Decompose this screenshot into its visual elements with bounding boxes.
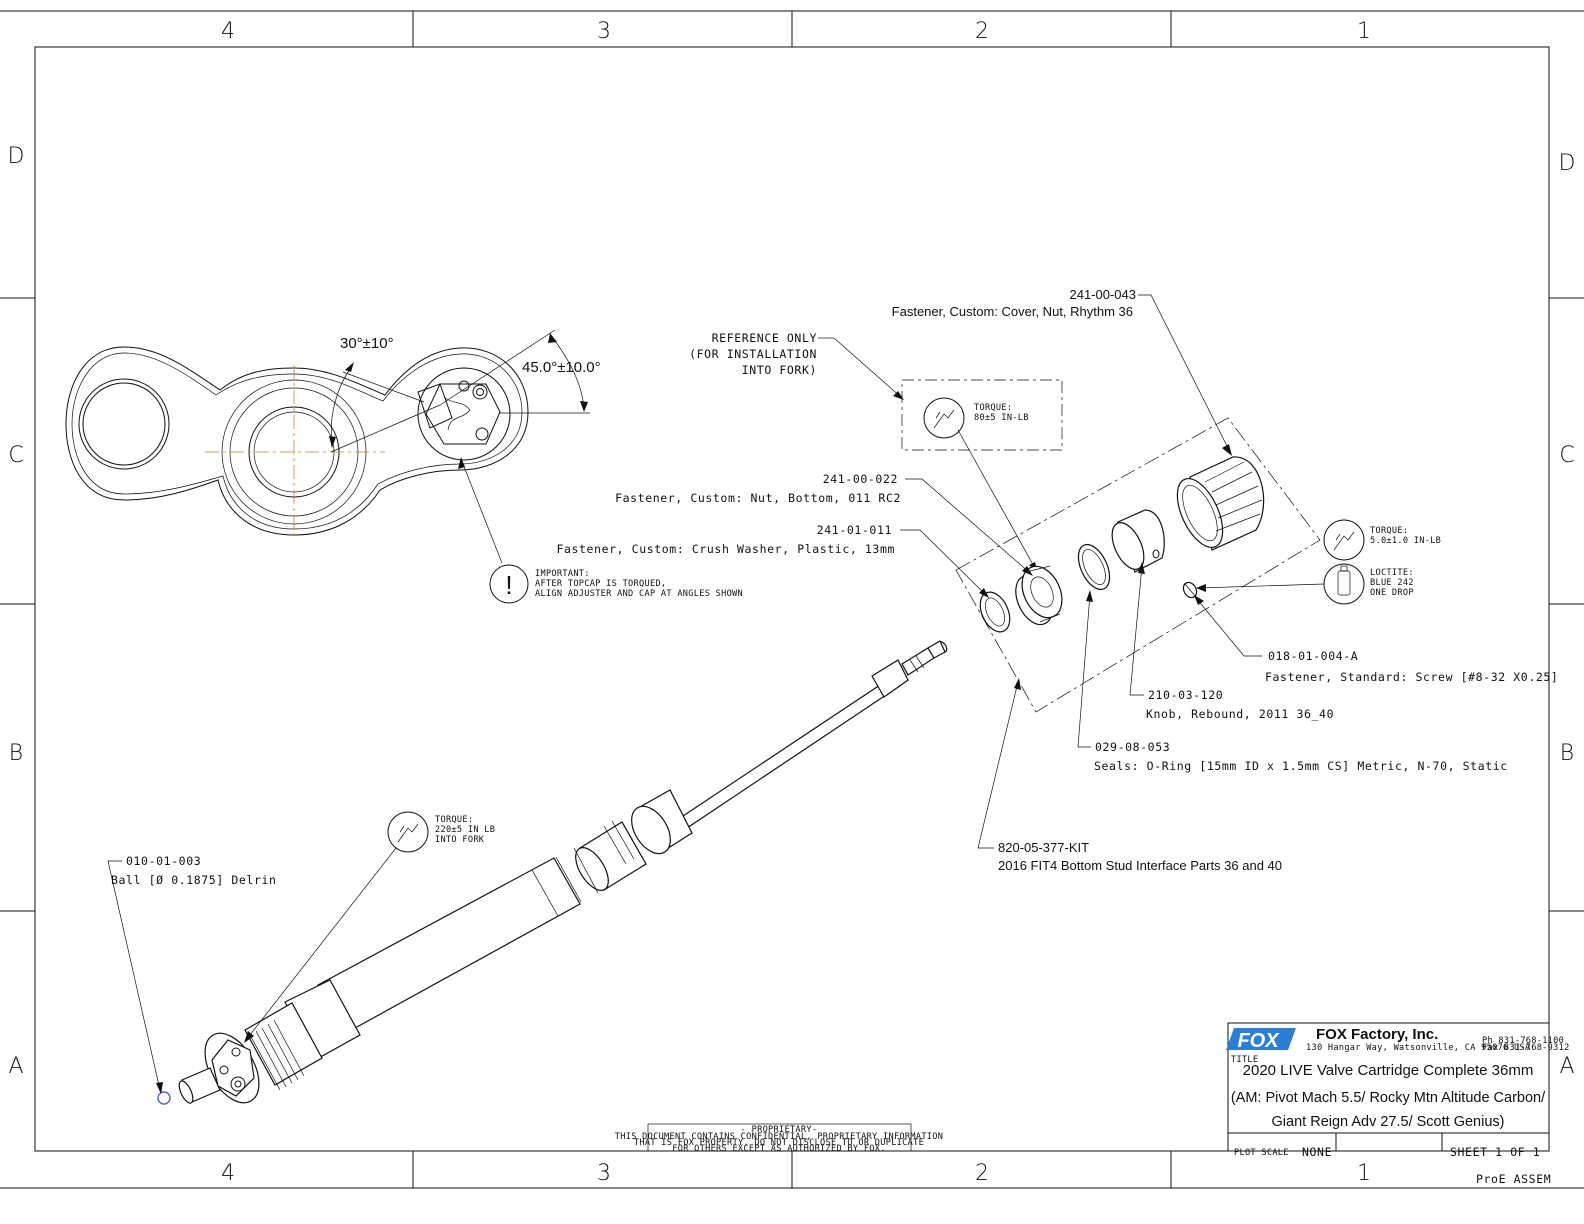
zone-row-right: C — [1559, 443, 1574, 468]
angle-dimension-45: 45.0°±10.0° — [522, 359, 601, 376]
company-address: 130 Hangar Way, Watsonville, CA 95076 US… — [1306, 1043, 1531, 1053]
loctite-line-1: LOCTITE: — [1370, 568, 1414, 578]
title-block: FOX FOX Factory, Inc. 130 Hangar Way, Wa… — [1226, 1022, 1570, 1186]
part-number: 018-01-004-A — [1268, 649, 1358, 663]
sheet-border — [0, 10, 1584, 1189]
important-note: ! IMPORTANT: AFTER TOPCAP IS TORQUED, AL… — [489, 564, 743, 604]
company-fax: Fax 831-768-9312 — [1482, 1043, 1570, 1053]
zone-col-top: 3 — [597, 19, 611, 44]
important-line-2: AFTER TOPCAP IS TORQUED, — [535, 579, 666, 589]
proe-label: ProE ASSEM — [1476, 1172, 1551, 1186]
callout-210-03-120: 210-03-120 Knob, Rebound, 2011 36_40 — [1129, 562, 1334, 721]
proprietary-line-2: THIS DOCUMENT CONTAINS CONFIDENTIAL, PRO… — [615, 1132, 943, 1142]
part-number: 010-01-003 — [126, 854, 201, 868]
callout-029-08-053: 029-08-053 Seals: O-Ring [15mm ID x 1.5m… — [1077, 590, 1508, 773]
plot-scale-label: PLOT SCALE — [1234, 1148, 1289, 1158]
loctite-line-3: ONE DROP — [1370, 588, 1414, 598]
important-line-1: IMPORTANT: — [535, 569, 590, 579]
part-number: 029-08-053 — [1095, 740, 1170, 754]
proprietary-line-3: THAT IS FOX PROPERTY. DO NOT DISCLOSE TO… — [634, 1138, 924, 1148]
reference-note: REFERENCE ONLY (FOR INSTALLATION INTO FO… — [689, 331, 1063, 573]
zone-row-left: B — [9, 741, 23, 766]
torque-3-line-1: TORQUE: — [435, 815, 473, 825]
loctite-line-2: BLUE 242 — [1370, 578, 1414, 588]
part-desc: 2016 FIT4 Bottom Stud Interface Parts 36… — [998, 858, 1282, 873]
part-desc: Fastener, Custom: Nut, Bottom, 011 RC2 — [615, 491, 901, 505]
callout-010-01-003: 010-01-003 Ball [Ø 0.1875] Delrin — [107, 854, 277, 1094]
reference-line-1: REFERENCE ONLY — [712, 331, 817, 345]
torque-3-line-3: INTO FORK — [435, 835, 485, 845]
cover-nut — [1176, 456, 1265, 551]
zone-row-right: A — [1559, 1054, 1574, 1079]
proprietary-line-4: FOR OTHERS EXCEPT AS AUTHORIZED BY FOX. — [672, 1144, 885, 1154]
callout-241-00-022: 241-00-022 Fastener, Custom: Nut, Bottom… — [615, 472, 1033, 576]
title-label: TITLE — [1231, 1055, 1258, 1065]
title-line-1: 2020 LIVE Valve Cartridge Complete 36mm — [1243, 1062, 1534, 1079]
exploded-kit: TORQUE: 5.0±1.0 IN-LB LOCTITE: BLUE 242 … — [955, 417, 1441, 713]
sheet-number: SHEET 1 OF 1 — [1450, 1145, 1540, 1159]
zone-row-right: B — [1560, 741, 1574, 766]
zone-row-left: A — [8, 1054, 23, 1079]
callout-820-05-377-KIT: 820-05-377-KIT 2016 FIT4 Bottom Stud Int… — [977, 678, 1282, 873]
torque-3-line-2: 220±5 IN LB — [435, 825, 495, 835]
screw — [1182, 581, 1198, 599]
reference-line-3: INTO FORK) — [742, 363, 817, 377]
company-phone: Ph 831-768-1100 — [1482, 1036, 1564, 1046]
part-desc: Seals: O-Ring [15mm ID x 1.5mm CS] Metri… — [1094, 759, 1508, 773]
callout-241-00-043: 241-00-043 Fastener, Custom: Cover, Nut,… — [892, 287, 1232, 456]
part-desc: Knob, Rebound, 2011 36_40 — [1146, 707, 1334, 721]
part-desc: Fastener, Custom: Crush Washer, Plastic,… — [556, 542, 895, 556]
fox-logo-text: FOX — [1237, 1030, 1280, 1052]
ball — [157, 1091, 171, 1105]
zone-col-bottom: 1 — [1357, 1161, 1371, 1186]
zone-row-right: D — [1559, 151, 1576, 176]
part-number: 241-00-043 — [1070, 287, 1137, 302]
part-desc: Fastener, Custom: Cover, Nut, Rhythm 36 — [892, 304, 1133, 319]
zone-col-top: 4 — [221, 19, 235, 44]
torque-1-line-2: 80±5 IN-LB — [974, 413, 1029, 423]
proprietary-line-1: - PROPRIETARY- — [741, 1125, 818, 1135]
part-number: 241-00-022 — [823, 472, 898, 486]
proprietary-notice: - PROPRIETARY- THIS DOCUMENT CONTAINS CO… — [615, 1123, 943, 1154]
callout-018-01-004-A: 018-01-004-A Fastener, Standard: Screw [… — [1194, 595, 1558, 684]
company-name: FOX Factory, Inc. — [1316, 1026, 1438, 1043]
cartridge-assembly: TORQUE: 220±5 IN LB INTO FORK — [157, 640, 948, 1105]
zone-col-bottom: 2 — [975, 1161, 989, 1186]
rebound-knob — [1111, 509, 1165, 573]
crown-top-view: 30°±10° 45.0°±10.0° — [65, 329, 601, 564]
callout-241-01-011: 241-01-011 Fastener, Custom: Crush Washe… — [556, 523, 989, 598]
part-number: 241-01-011 — [817, 523, 892, 537]
zone-col-bottom: 3 — [597, 1161, 611, 1186]
reference-line-2: (FOR INSTALLATION — [689, 347, 817, 361]
zone-col-bottom: 4 — [221, 1161, 235, 1186]
torque-2-line-2: 5.0±1.0 IN-LB — [1370, 536, 1441, 546]
zone-labels: 4 3 2 1 4 3 2 1 D C B A D C B A — [8, 19, 1576, 1186]
zone-row-left: D — [8, 144, 25, 169]
torque-2-line-1: TORQUE: — [1370, 526, 1408, 536]
title-line-3: Giant Reign Adv 27.5/ Scott Genius) — [1272, 1114, 1505, 1130]
torque-1-line-1: TORQUE: — [974, 403, 1012, 413]
angle-dimension-30: 30°±10° — [340, 335, 394, 352]
zone-col-top: 1 — [1357, 19, 1371, 44]
part-desc: Fastener, Standard: Screw [#8-32 X0.25] — [1265, 670, 1558, 684]
title-line-2: (AM: Pivot Mach 5.5/ Rocky Mtn Altitude … — [1231, 1090, 1546, 1106]
part-number: 820-05-377-KIT — [998, 840, 1089, 855]
zone-row-left: C — [8, 443, 23, 468]
bottom-nut — [1015, 565, 1063, 626]
svg-text:!: ! — [505, 570, 512, 600]
part-desc: Ball [Ø 0.1875] Delrin — [111, 873, 277, 887]
fox-logo: FOX — [1226, 1028, 1296, 1052]
part-number: 210-03-120 — [1148, 688, 1223, 702]
plot-scale-value: NONE — [1302, 1145, 1332, 1159]
important-line-3: ALIGN ADJUSTER AND CAP AT ANGLES SHOWN — [535, 589, 743, 599]
zone-col-top: 2 — [975, 19, 989, 44]
